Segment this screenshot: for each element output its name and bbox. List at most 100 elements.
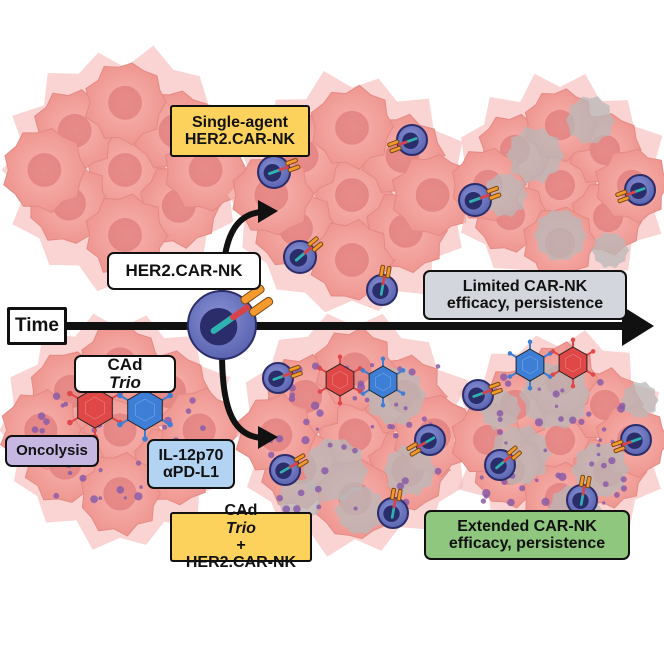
car-receptor bbox=[585, 475, 592, 489]
virus-particle bbox=[504, 441, 508, 445]
extended-efficacy-label: Extended CAR-NK efficacy, persistence bbox=[424, 510, 630, 560]
time-text: Time bbox=[14, 314, 59, 336]
tumor-nucleus bbox=[335, 178, 369, 212]
virus-particle bbox=[289, 392, 295, 398]
virus-particle bbox=[608, 457, 616, 465]
car-receptor bbox=[290, 370, 303, 379]
virus-layer bbox=[67, 337, 596, 442]
virus-particle bbox=[483, 493, 489, 499]
virus-particle bbox=[620, 476, 627, 483]
virus-particle bbox=[314, 485, 322, 493]
virus-particle bbox=[602, 481, 609, 488]
virus-particle bbox=[497, 429, 504, 435]
tumor-nucleus bbox=[335, 243, 369, 277]
virus-particle bbox=[275, 435, 284, 443]
virus-particle bbox=[406, 421, 413, 428]
virus-particle bbox=[303, 418, 310, 426]
virus-knob bbox=[527, 339, 533, 345]
virus-particle bbox=[200, 425, 206, 431]
car-construct-tip bbox=[482, 389, 493, 395]
extended-line1: Extended CAR-NK bbox=[457, 517, 597, 535]
oncolytic-virus-blue-icon bbox=[360, 356, 406, 408]
payload-line2: αPD-L1 bbox=[162, 464, 220, 481]
tumor-nucleus bbox=[335, 110, 369, 145]
car-receptor bbox=[506, 445, 518, 456]
car-nk-cell-icon bbox=[615, 174, 656, 206]
virus-particle bbox=[43, 418, 50, 426]
car-receptor bbox=[409, 447, 422, 457]
car-nk-cell-icon bbox=[283, 236, 324, 274]
combo-suffix: + bbox=[236, 537, 246, 554]
virus-particle bbox=[393, 432, 399, 439]
tumor-nucleus bbox=[27, 153, 62, 187]
time-label: Time bbox=[7, 307, 67, 345]
car-construct-tip bbox=[303, 246, 313, 255]
car-construct-tip bbox=[381, 275, 386, 286]
car-receptor bbox=[297, 459, 309, 468]
car-construct-tip bbox=[397, 140, 408, 146]
car-nk-cell-icon bbox=[566, 474, 598, 516]
virus-particle bbox=[98, 468, 103, 473]
virus-particle bbox=[535, 478, 539, 483]
virus-particle bbox=[52, 392, 61, 400]
combo-line2: HER2.CAR-NK bbox=[185, 554, 297, 572]
oncolytic-virus-blue-icon bbox=[117, 378, 173, 442]
car-construct-tip bbox=[230, 304, 251, 321]
tumor-nucleus bbox=[182, 413, 216, 447]
car-receptor bbox=[378, 264, 386, 278]
virus-capsid bbox=[127, 389, 163, 431]
virus-particle bbox=[554, 404, 559, 408]
virus-particle bbox=[500, 373, 508, 381]
virus-particle bbox=[558, 416, 564, 422]
dead-cell-icon bbox=[506, 126, 565, 184]
single-agent-line1: Single-agent bbox=[191, 113, 288, 131]
combo-italic: Trio bbox=[226, 519, 256, 537]
virus-knob bbox=[550, 372, 556, 377]
virus-particle bbox=[519, 485, 526, 492]
virus-particle bbox=[370, 424, 375, 429]
single-agent-line2: HER2.CAR-NK bbox=[184, 131, 296, 148]
virus-particle bbox=[357, 383, 366, 392]
car-nk-cell-icon bbox=[187, 284, 274, 360]
tumor-nucleus bbox=[188, 153, 223, 187]
virus-particle bbox=[370, 363, 375, 368]
virus-particle bbox=[79, 474, 87, 482]
tumor-nucleus bbox=[544, 424, 576, 456]
virus-particle bbox=[293, 505, 301, 513]
virus-particle bbox=[541, 497, 550, 506]
oncolytic-virus-red-icon bbox=[550, 337, 596, 389]
tumor-nucleus bbox=[544, 169, 576, 201]
virus-particle bbox=[555, 472, 562, 479]
virus-particle bbox=[569, 416, 577, 424]
virus-particle bbox=[596, 443, 601, 448]
virus-capsid bbox=[558, 346, 588, 380]
car-nk-cell-icon bbox=[377, 487, 409, 529]
virus-knob bbox=[380, 402, 386, 408]
oncolytic-virus-blue-icon bbox=[507, 339, 553, 391]
virus-particle bbox=[496, 410, 504, 417]
car-receptor bbox=[617, 195, 630, 204]
car-construct-tip bbox=[288, 461, 299, 469]
virus-particle bbox=[497, 417, 503, 422]
virus-particle bbox=[353, 506, 358, 511]
nk-cell-layer bbox=[187, 124, 656, 529]
limited-efficacy-label: Limited CAR-NK efficacy, persistence bbox=[423, 270, 627, 320]
virus-particle bbox=[480, 498, 487, 504]
virus-particle bbox=[601, 462, 607, 469]
limited-line2: efficacy, persistence bbox=[446, 295, 604, 312]
virus-knob bbox=[590, 349, 596, 354]
virus-particle bbox=[617, 404, 625, 413]
virus-particle bbox=[434, 467, 442, 475]
virus-particle bbox=[116, 486, 125, 494]
dead-cell-icon bbox=[334, 486, 385, 534]
virus-knob bbox=[67, 390, 73, 397]
virus-particle bbox=[31, 426, 39, 433]
virus-particle bbox=[297, 489, 305, 497]
virus-particle bbox=[601, 427, 607, 432]
virus-particle bbox=[63, 401, 69, 407]
cadtrio-prefix: CAd bbox=[107, 354, 143, 374]
virus-facet bbox=[332, 370, 348, 390]
